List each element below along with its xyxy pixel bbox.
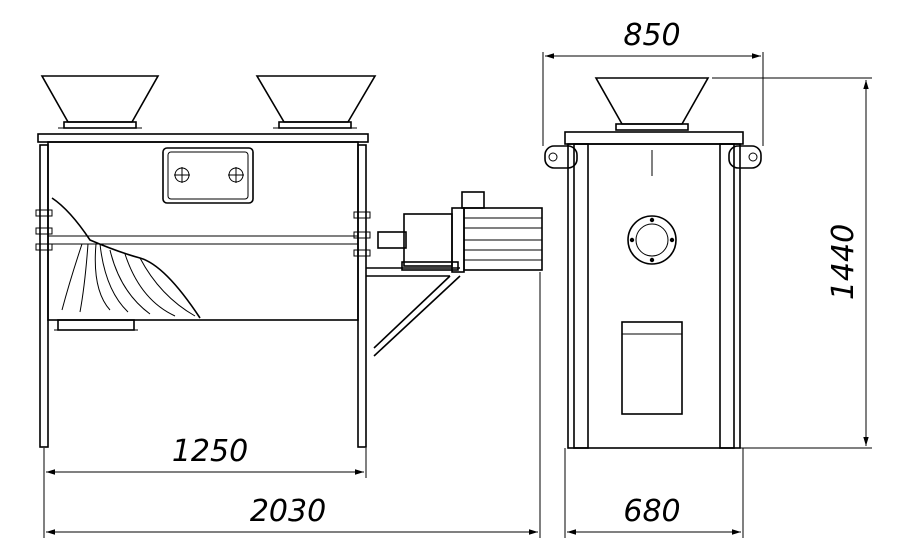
side-view: 850 680 1440	[542, 18, 872, 538]
motor-bracket	[366, 267, 461, 357]
side-top-plate	[564, 131, 744, 145]
cutaway-section	[51, 197, 201, 331]
dimension-680: 680	[564, 448, 744, 538]
left-hopper	[40, 75, 160, 129]
side-frame	[567, 143, 741, 449]
right-hopper	[255, 75, 377, 129]
gear-motor	[377, 191, 543, 273]
dimension-1250: 1250	[43, 434, 367, 478]
front-view: 1250 2030	[35, 75, 543, 538]
dim-label-1250: 1250	[172, 434, 248, 469]
dimension-1440: 1440	[712, 77, 872, 449]
side-hopper	[594, 77, 710, 131]
dim-label-850: 850	[623, 18, 680, 53]
frame-legs	[35, 144, 371, 448]
mixer-body	[47, 141, 359, 321]
dim-label-1440: 1440	[826, 224, 861, 300]
top-plate	[37, 133, 369, 143]
side-body	[587, 143, 721, 449]
dim-label-680: 680	[623, 494, 680, 529]
discharge-chute	[621, 321, 683, 415]
dimension-850: 850	[542, 18, 764, 146]
dim-label-2030: 2030	[250, 494, 326, 529]
inspection-window	[162, 147, 254, 204]
lifting-lugs	[544, 145, 762, 169]
bearing-flange	[627, 215, 677, 265]
dimension-2030: 2030	[43, 272, 541, 538]
